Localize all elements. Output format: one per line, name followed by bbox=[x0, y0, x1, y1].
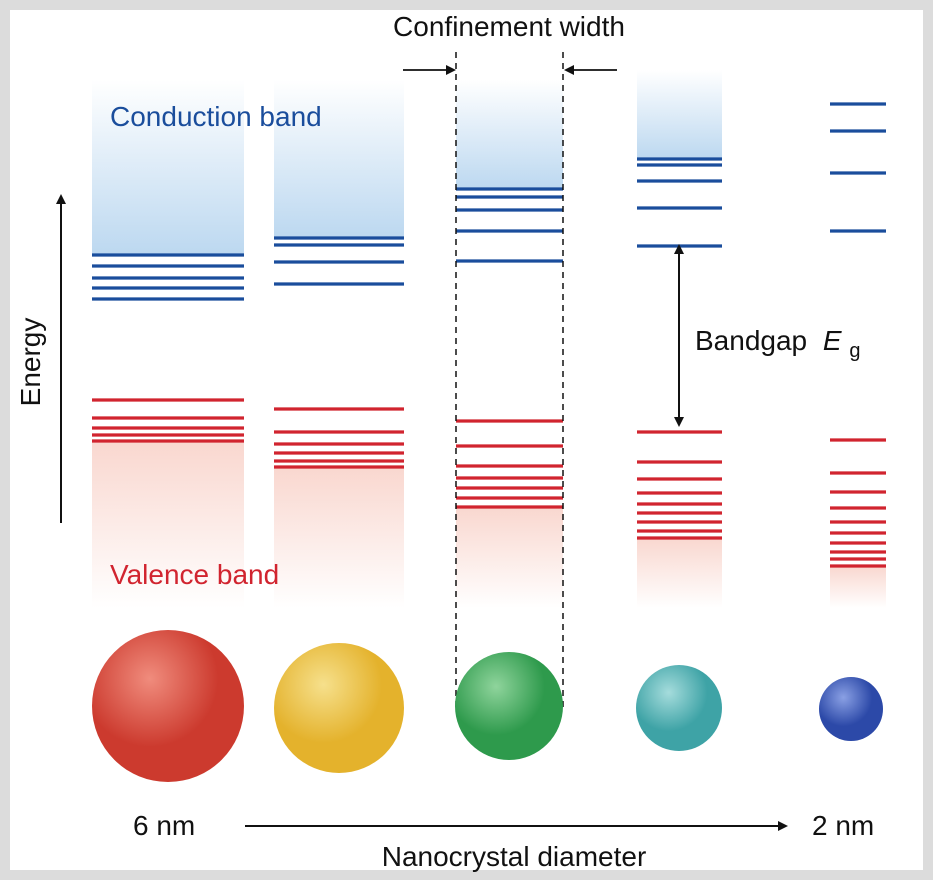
valence-band-fill bbox=[637, 538, 722, 608]
bandgap-symbol: E bbox=[823, 325, 842, 356]
nanocrystal-sphere bbox=[274, 643, 404, 773]
size-label-6nm: 6 nm bbox=[133, 810, 195, 841]
conduction-band-fill bbox=[456, 80, 563, 189]
bandgap-label: Bandgap E g bbox=[695, 325, 860, 362]
valence-band-fill bbox=[274, 467, 404, 608]
bandgap-text: Bandgap bbox=[695, 325, 807, 356]
bandgap-subscript: g bbox=[849, 340, 860, 362]
valence-band-fill bbox=[456, 507, 563, 608]
nanocrystal-sphere bbox=[636, 665, 722, 751]
valence-band-label: Valence band bbox=[110, 559, 279, 590]
size-label-2nm: 2 nm bbox=[812, 810, 874, 841]
conduction-band-fill bbox=[637, 70, 722, 159]
energy-levels bbox=[92, 102, 886, 568]
valence-band-fill bbox=[830, 566, 886, 608]
nanocrystal-diameter-label: Nanocrystal diameter bbox=[382, 841, 647, 872]
energy-axis-label: Energy bbox=[15, 318, 46, 407]
nanocrystal-spheres bbox=[92, 630, 883, 782]
conduction-band-label: Conduction band bbox=[110, 101, 322, 132]
conduction-band-fill bbox=[274, 80, 404, 238]
conduction-band-fill bbox=[92, 80, 244, 255]
confinement-width-label: Confinement width bbox=[393, 11, 625, 42]
nanocrystal-sphere bbox=[819, 677, 883, 741]
band-fills bbox=[92, 70, 886, 608]
valence-band-fill bbox=[92, 441, 244, 608]
nanocrystal-sphere bbox=[92, 630, 244, 782]
nanocrystal-sphere bbox=[455, 652, 563, 760]
